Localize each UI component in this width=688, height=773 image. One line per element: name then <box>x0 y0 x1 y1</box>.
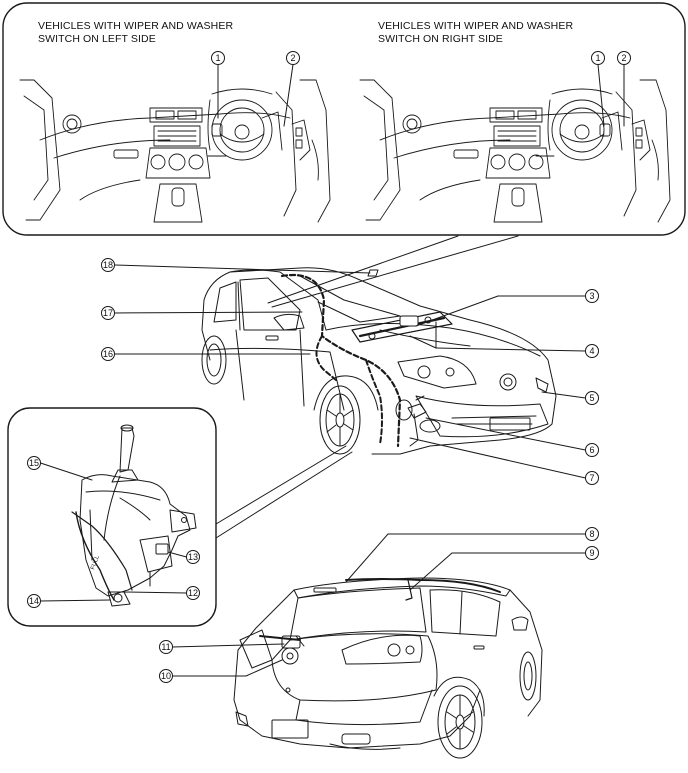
tank-leader-line <box>215 451 353 539</box>
caption-left-side-switch: VEHICLES WITH WIPER AND WASHER SWITCH ON… <box>38 20 234 45</box>
callout-14-label: 14 <box>29 596 39 606</box>
tank-detail-frame <box>7 407 217 627</box>
callout-17: 17 <box>101 306 303 320</box>
callout-8-label: 8 <box>589 529 594 539</box>
washer-hose-front-branch <box>365 359 383 445</box>
callout-1-label: 1 <box>595 53 600 63</box>
callout-18-label: 18 <box>103 260 113 270</box>
callout-11-label: 11 <box>161 642 170 652</box>
washer-hose-rear <box>345 578 501 593</box>
front-car-illustration <box>201 267 557 455</box>
callout-9-label: 9 <box>589 548 594 558</box>
washer-hose-front <box>280 273 402 448</box>
dashboard-left-view <box>19 79 331 223</box>
callout-2-left: 2 <box>283 51 300 127</box>
callout-16: 16 <box>101 347 311 361</box>
panel-leader-line <box>267 235 459 304</box>
callout-12: 12 <box>123 586 200 600</box>
dashboard-right-view <box>359 79 671 223</box>
callout-9: 9 <box>409 546 599 591</box>
callout-1-left: 1 <box>211 51 225 119</box>
callout-6: 6 <box>425 417 599 457</box>
callout-17-label: 17 <box>103 308 113 318</box>
callout-2-right: 2 <box>617 51 631 127</box>
callout-11: 11 <box>159 640 285 654</box>
callout-14: 14 <box>27 594 111 608</box>
callout-4: 4 <box>409 321 599 358</box>
callout-5: 5 <box>541 391 599 405</box>
callout-13-label: 13 <box>188 552 198 562</box>
callout-7-label: 7 <box>589 473 594 483</box>
washer-hose-branch <box>315 335 337 381</box>
callout-1-right: 1 <box>591 51 605 127</box>
callout-15-label: 15 <box>29 458 39 468</box>
callout-2-label: 2 <box>290 53 295 63</box>
callout-10: 10 <box>159 659 283 683</box>
callout-15: 15 <box>27 456 93 481</box>
callout-16-label: 16 <box>103 349 113 359</box>
svg-text:FULL: FULL <box>90 554 101 570</box>
top-panel-frame <box>2 2 686 236</box>
rear-car-illustration <box>233 577 543 759</box>
callout-7: 7 <box>409 437 599 485</box>
callout-6-label: 6 <box>589 445 594 455</box>
callout-3: 3 <box>415 289 599 327</box>
washer-tank-illustration: FULL <box>71 424 197 607</box>
callout-3-label: 3 <box>589 291 594 301</box>
callout-13: 13 <box>167 550 200 564</box>
caption-right-side-switch: VEHICLES WITH WIPER AND WASHER SWITCH ON… <box>378 20 574 45</box>
callout-4-label: 4 <box>589 346 594 356</box>
panel-leader-line <box>271 235 519 308</box>
callout-8: 8 <box>345 527 599 583</box>
tank-leader-line <box>215 445 347 525</box>
callout-10-label: 10 <box>161 671 171 681</box>
callout-1-label: 1 <box>215 53 220 63</box>
callout-5-label: 5 <box>589 393 594 403</box>
callout-12-label: 12 <box>188 588 198 598</box>
callout-18: 18 <box>101 258 371 274</box>
callout-2-label: 2 <box>621 53 626 63</box>
